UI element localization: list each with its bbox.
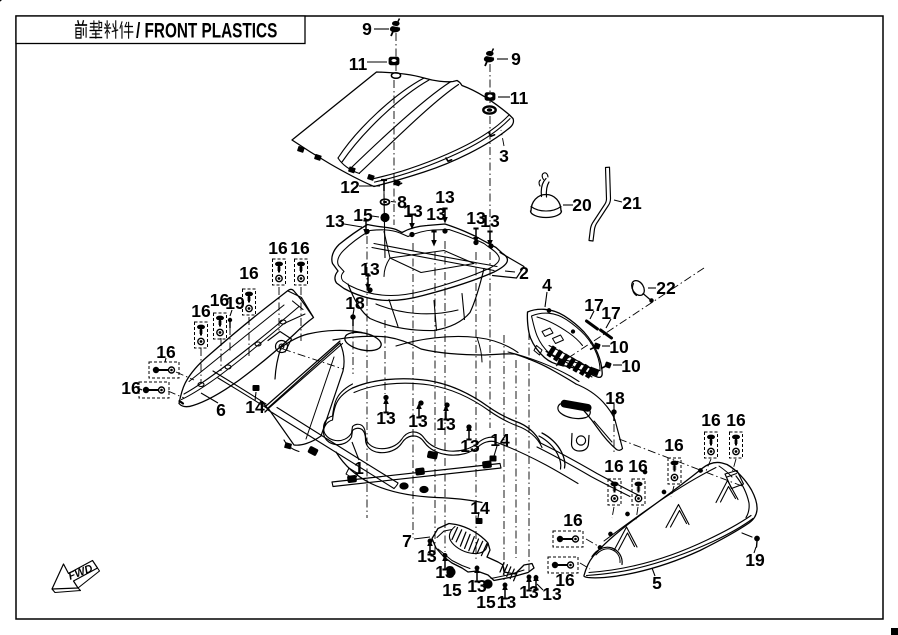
svg-text:13: 13 <box>542 584 562 604</box>
svg-text:7: 7 <box>402 531 412 551</box>
svg-text:13: 13 <box>435 562 455 582</box>
svg-text:13: 13 <box>417 546 437 566</box>
svg-text:/ FRONT PLASTICS: / FRONT PLASTICS <box>136 18 277 42</box>
svg-text:16: 16 <box>121 378 141 398</box>
svg-text:13: 13 <box>426 204 446 224</box>
svg-text:18: 18 <box>605 388 625 408</box>
svg-text:13: 13 <box>480 211 500 231</box>
svg-text:4: 4 <box>542 275 552 295</box>
svg-text:16: 16 <box>664 435 684 455</box>
svg-text:16: 16 <box>191 301 211 321</box>
svg-text:15: 15 <box>442 580 462 600</box>
svg-text:19: 19 <box>225 293 245 313</box>
svg-text:16: 16 <box>701 410 721 430</box>
svg-text:15: 15 <box>476 592 496 612</box>
svg-text:11: 11 <box>349 54 368 74</box>
svg-text:16: 16 <box>555 570 575 590</box>
svg-text:FWD: FWD <box>67 563 95 583</box>
svg-text:14: 14 <box>470 498 490 518</box>
svg-text:16: 16 <box>628 456 648 476</box>
svg-text:13: 13 <box>460 436 480 456</box>
svg-text:16: 16 <box>290 238 310 258</box>
svg-text:16: 16 <box>604 456 624 476</box>
svg-text:18: 18 <box>345 293 365 313</box>
svg-text:13: 13 <box>519 582 539 602</box>
svg-text:1: 1 <box>354 458 364 478</box>
svg-text:10: 10 <box>621 356 641 376</box>
svg-text:13: 13 <box>497 592 517 612</box>
svg-text:10: 10 <box>609 337 629 357</box>
svg-text:14: 14 <box>490 430 510 450</box>
svg-text:13: 13 <box>436 414 456 434</box>
svg-text:19: 19 <box>745 550 765 570</box>
svg-text:13: 13 <box>325 211 345 231</box>
svg-text:17: 17 <box>584 295 603 315</box>
svg-text:16: 16 <box>726 410 746 430</box>
svg-text:13: 13 <box>466 208 486 228</box>
svg-text:11: 11 <box>510 88 529 108</box>
svg-text:16: 16 <box>268 238 288 258</box>
svg-text:13: 13 <box>467 576 487 596</box>
svg-text:12: 12 <box>340 177 360 197</box>
svg-text:16: 16 <box>239 263 259 283</box>
svg-text:6: 6 <box>216 400 226 420</box>
svg-text:13: 13 <box>408 411 428 431</box>
svg-text:13: 13 <box>360 259 380 279</box>
svg-text:9: 9 <box>362 19 372 39</box>
svg-text:9: 9 <box>511 49 521 69</box>
svg-text:2: 2 <box>519 263 529 283</box>
svg-text:22: 22 <box>656 278 676 298</box>
svg-text:3: 3 <box>499 146 509 166</box>
svg-text:15: 15 <box>353 205 373 225</box>
svg-text:16: 16 <box>156 342 176 362</box>
svg-text:14: 14 <box>245 397 265 417</box>
svg-text:20: 20 <box>572 195 592 215</box>
svg-text:13: 13 <box>403 201 423 221</box>
svg-text:16: 16 <box>210 290 230 310</box>
svg-text:13: 13 <box>435 187 455 207</box>
svg-text:5: 5 <box>652 573 662 593</box>
svg-text:17: 17 <box>601 303 620 323</box>
svg-text:8: 8 <box>397 192 407 212</box>
svg-text:21: 21 <box>622 193 642 213</box>
svg-text:13: 13 <box>376 408 396 428</box>
svg-text:16: 16 <box>563 510 583 530</box>
